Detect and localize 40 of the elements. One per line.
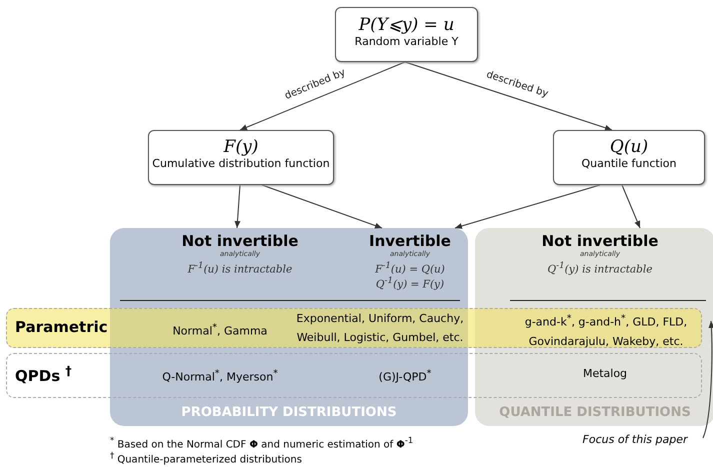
cell-text: g-and-k$^{*}$, g-and-h$^{*}$, GLD, FLD, Govindarajulu, Wakeby, etc. bbox=[524, 312, 688, 350]
concept-box bbox=[148, 130, 334, 185]
cell-text: Metalog bbox=[582, 366, 628, 382]
formula: F$^{-1}$(u) is intractable bbox=[186, 261, 294, 276]
cell-text: (G)J-QPD$^{*}$ bbox=[378, 367, 432, 386]
formula: Q(u) bbox=[608, 137, 650, 157]
concept-box bbox=[335, 7, 478, 62]
footnote: $^{†}$ Quantile-parameterized distributions bbox=[110, 450, 302, 466]
cell-text: Exponential, Uniform, Cauchy, Weibull, Logistic, Gumbel, etc. bbox=[295, 311, 465, 346]
category-panel bbox=[110, 228, 468, 426]
cell-text: Q-Normal$^{*}$, Myerson$^{*}$ bbox=[161, 367, 279, 386]
formula: Q$^{-1}$(y) is intractable bbox=[546, 261, 654, 276]
panel-title: QUANTILE DISTRIBUTIONS bbox=[498, 405, 692, 420]
footnote: $^{*}$ Based on the Normal CDF Φ and numeric estimation of Φ$^{-1}$ bbox=[110, 435, 414, 450]
panel-title: PROBABILITY DISTRIBUTIONS bbox=[180, 405, 398, 420]
arrow bbox=[622, 184, 640, 228]
column-title: Invertible bbox=[368, 232, 452, 250]
arrow bbox=[234, 184, 240, 228]
arrow bbox=[404, 62, 612, 131]
formula: F(y) bbox=[222, 137, 260, 157]
column-title: Not invertible bbox=[540, 232, 660, 250]
box-caption: Random variable Y bbox=[354, 35, 460, 48]
formula: Q$^{-1}$(y) = F(y) bbox=[374, 276, 446, 290]
formula: P(Y⩽y) = u bbox=[358, 14, 456, 35]
category-panel bbox=[475, 228, 713, 426]
cell-text: Normal$^{*}$, Gamma bbox=[172, 321, 268, 340]
curved-arrow bbox=[702, 320, 713, 438]
concept-box bbox=[553, 130, 705, 185]
row-title: Parametric bbox=[15, 318, 108, 336]
arrow bbox=[262, 184, 382, 228]
note-text: Focus of this paper bbox=[582, 432, 689, 448]
row-band bbox=[6, 308, 702, 348]
box-caption: Quantile function bbox=[580, 157, 678, 170]
arrow bbox=[454, 184, 600, 229]
row-band bbox=[6, 353, 702, 398]
column-title: Not invertible bbox=[180, 232, 300, 250]
box-caption: Cumulative distribution function bbox=[151, 157, 331, 170]
row-title: QPDs $^{†}$ bbox=[15, 363, 72, 385]
formula: F$^{-1}$(u) = Q(u) bbox=[374, 261, 446, 276]
arrow bbox=[240, 62, 406, 130]
